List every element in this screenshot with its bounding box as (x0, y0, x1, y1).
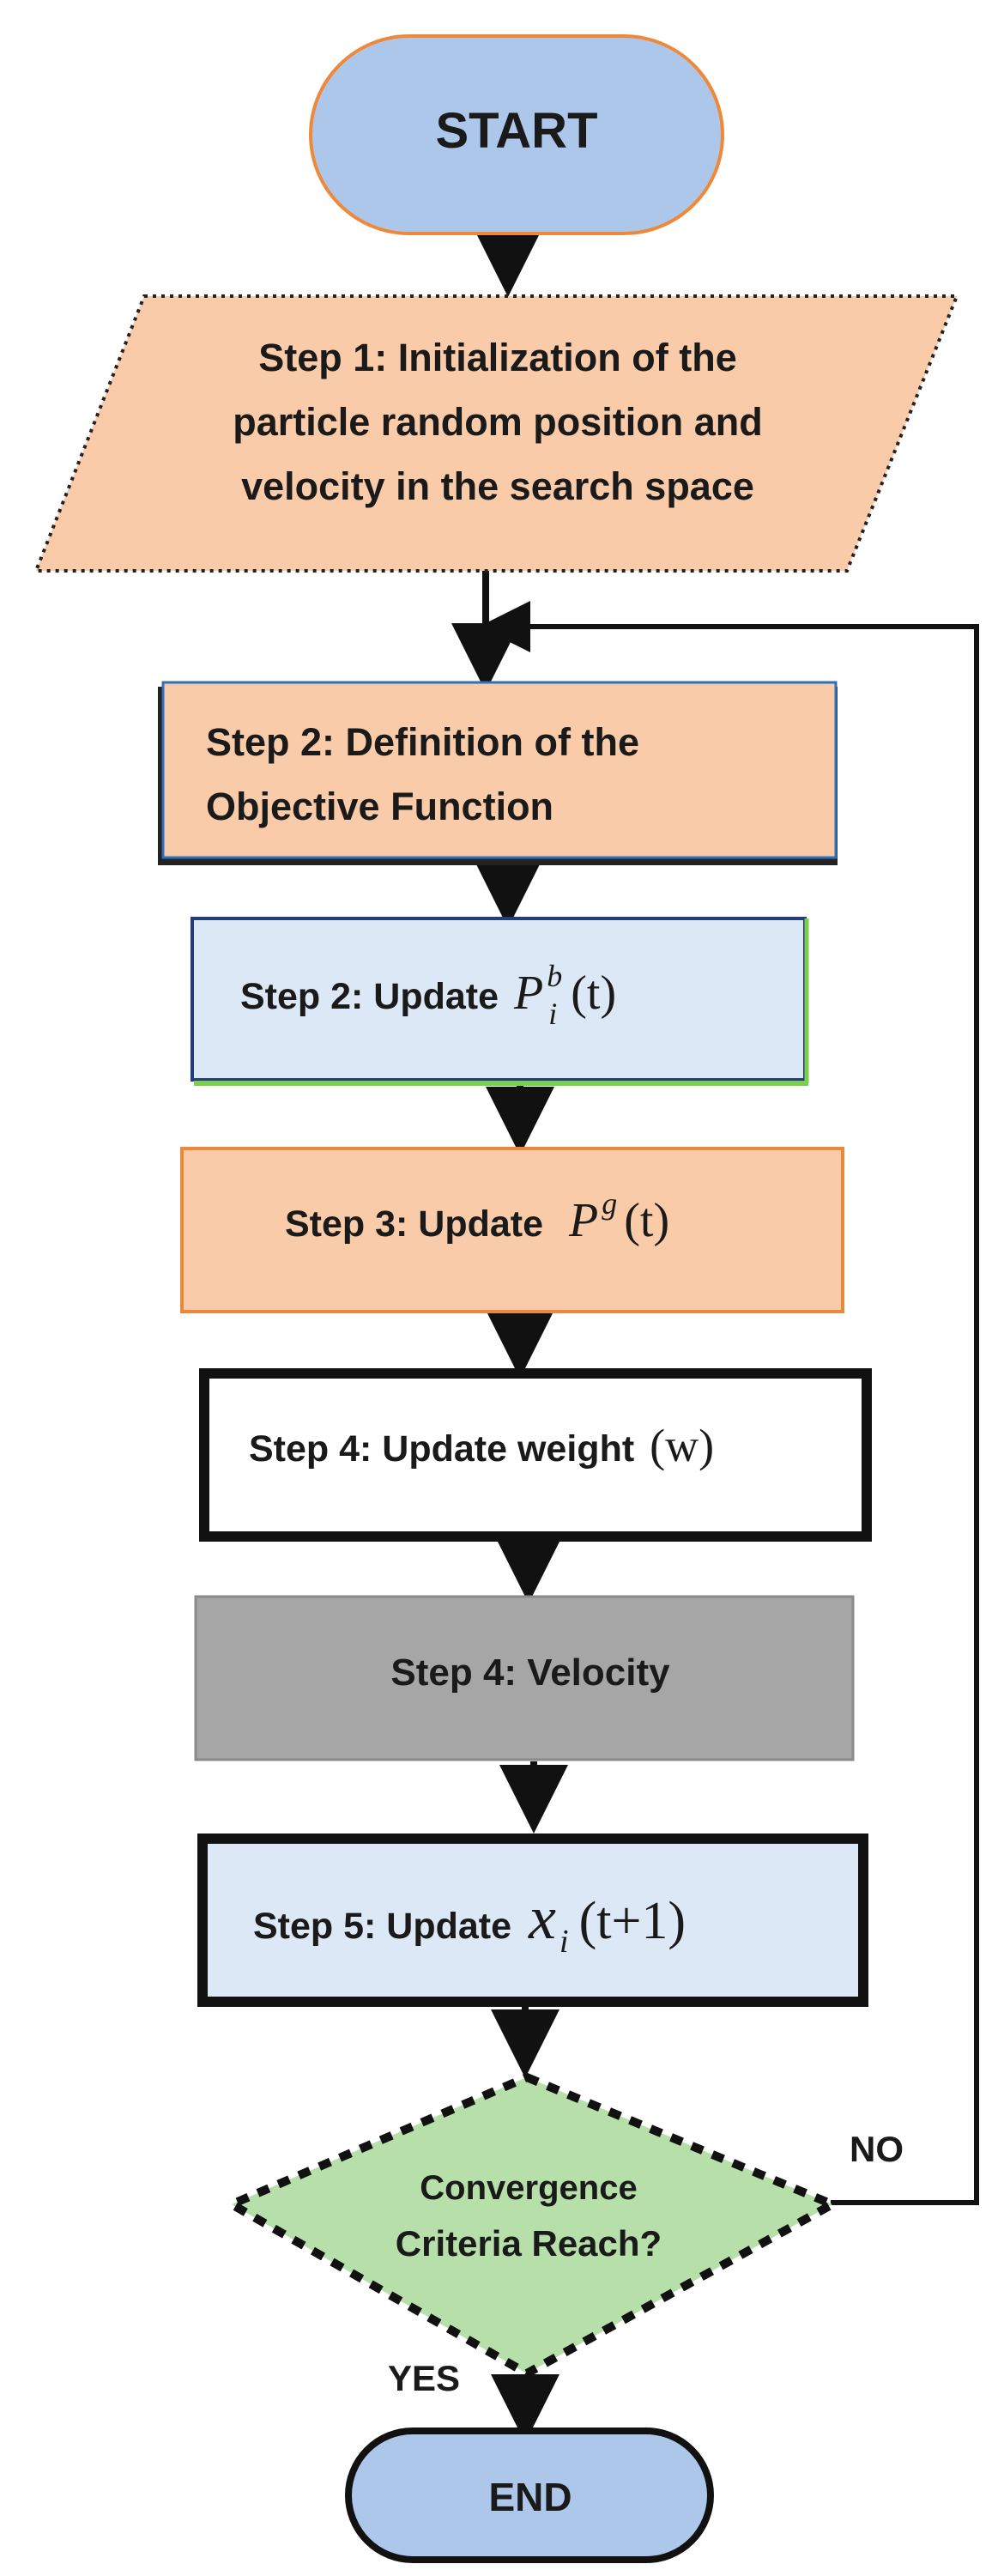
step5-update-prefix: Step 5: Update (253, 1906, 511, 1947)
step5-update-symbol: x (528, 1883, 556, 1952)
step3-update-prefix: Step 3: Update (285, 1203, 543, 1245)
step5-update-subscript: i (559, 1924, 569, 1960)
step3-update-symbol: P (568, 1194, 598, 1247)
end-shape (345, 2428, 714, 2563)
step2-update-prefix: Step 2: Update (240, 976, 499, 1017)
step2-definition-shape (161, 681, 838, 859)
no-label: NO (850, 2129, 904, 2169)
step3-update-text: Step 3: Update P g (t) (285, 1186, 669, 1247)
decision-line1: Convergence (420, 2169, 637, 2207)
step3-update-shape (180, 1147, 844, 1313)
step3-update-box: Step 3: Update P g (t) (180, 1147, 844, 1313)
end-label: END (488, 2475, 572, 2519)
step3-update-superscript: g (602, 1186, 617, 1221)
step2-update-subscript: i (548, 997, 557, 1031)
step4-velocity-label: Step 4: Velocity (390, 1652, 670, 1694)
step5-update-shape (197, 1834, 868, 2007)
step2-definition-box: Step 2: Definition of the Objective Func… (158, 681, 838, 865)
decision-line2: Criteria Reach? (396, 2223, 662, 2264)
step1-shape (33, 294, 959, 573)
step4-velocity-shape (194, 1595, 855, 1761)
step1-parallelogram: Step 1: Initialization of the particle r… (33, 294, 959, 573)
step2-definition-line2: Objective Function (206, 785, 553, 828)
yes-label: YES (388, 2358, 460, 2398)
step1-line2: particle random position and (233, 400, 763, 444)
step2-update-symbol: P (513, 967, 543, 1020)
step3-update-arg: (t) (624, 1194, 669, 1247)
decision-diamond: Convergence Criteria Reach? (221, 2072, 843, 2379)
decision-shape (221, 2072, 843, 2379)
step2-update-text: Step 2: Update P b i (t) (240, 959, 616, 1031)
step5-update-box: Step 5: Update x i (t+1) (197, 1834, 868, 2007)
start-label: START (435, 103, 597, 159)
step2-update-superscript: b (547, 959, 562, 993)
feedback-line (499, 624, 979, 2205)
step2-update-shape (191, 917, 807, 1082)
step1-line1: Step 1: Initialization of the (258, 336, 737, 379)
step4-velocity-box: Step 4: Velocity (194, 1595, 855, 1761)
step5-update-text: Step 5: Update x i (t+1) (253, 1883, 686, 1960)
step2-update-arg: (t) (571, 967, 616, 1020)
no-feedback-loop (479, 601, 979, 2205)
start-terminal: START (309, 34, 724, 235)
step5-update-arg: (t+1) (579, 1892, 686, 1950)
step4-weight-text: Step 4: Update weight (w) (249, 1420, 714, 1471)
step4-weight-shape (199, 1368, 872, 1542)
step4-weight-prefix: Step 4: Update weight (249, 1428, 634, 1470)
connectors (451, 228, 568, 2443)
step2-update-box: Step 2: Update P b i (t) (191, 917, 809, 1086)
step4-weight-arg: (w) (650, 1420, 714, 1471)
end-terminal: END (345, 2428, 714, 2563)
start-shape (309, 34, 724, 235)
step1-line3: velocity in the search space (241, 464, 754, 508)
step2-definition-line1: Step 2: Definition of the (206, 720, 639, 764)
step4-weight-box: Step 4: Update weight (w) (199, 1368, 872, 1542)
